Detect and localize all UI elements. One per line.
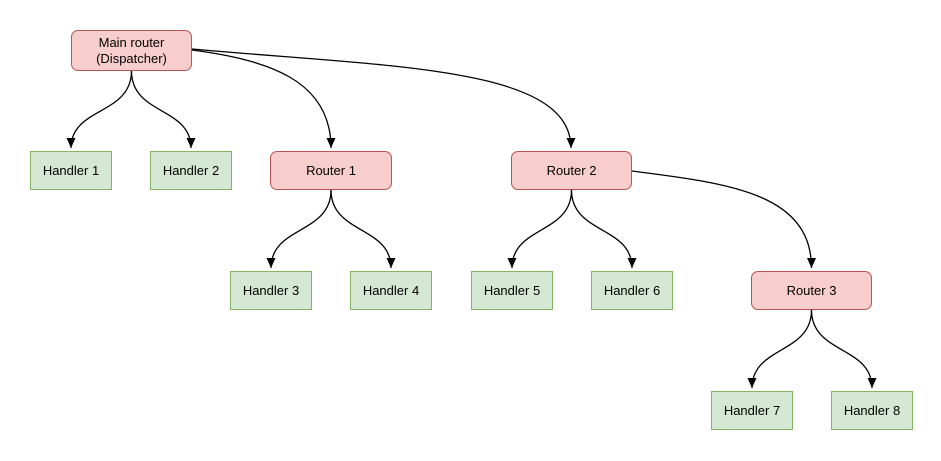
node-handler-3: Handler 3	[230, 271, 312, 310]
node-handler-1: Handler 1	[30, 151, 112, 190]
edge-router-3-to-handler-8	[810, 309, 877, 389]
edge-main-router-to-router-1	[191, 49, 336, 149]
edge-router-1-to-handler-4	[330, 189, 396, 269]
edge-main-router-to-handler-2	[130, 70, 196, 149]
edge-router-1-to-handler-3	[266, 189, 332, 269]
edge-router-2-to-router-3	[631, 170, 816, 269]
node-handler-4: Handler 4	[350, 271, 432, 310]
edge-router-2-to-handler-5	[507, 189, 573, 269]
node-handler-6: Handler 6	[591, 271, 673, 310]
node-router-3: Router 3	[751, 271, 872, 310]
node-handler-5: Handler 5	[471, 271, 553, 310]
edge-main-router-to-router-2	[191, 48, 576, 149]
node-main-router: Main router (Dispatcher)	[71, 30, 192, 71]
node-handler-7: Handler 7	[711, 391, 793, 430]
node-handler-2: Handler 2	[150, 151, 232, 190]
node-router-1: Router 1	[270, 151, 392, 190]
edge-router-2-to-handler-6	[570, 189, 637, 269]
edge-main-router-to-handler-1	[66, 70, 133, 149]
node-handler-8: Handler 8	[831, 391, 913, 430]
node-router-2: Router 2	[511, 151, 632, 190]
edge-router-3-to-handler-7	[747, 309, 813, 389]
